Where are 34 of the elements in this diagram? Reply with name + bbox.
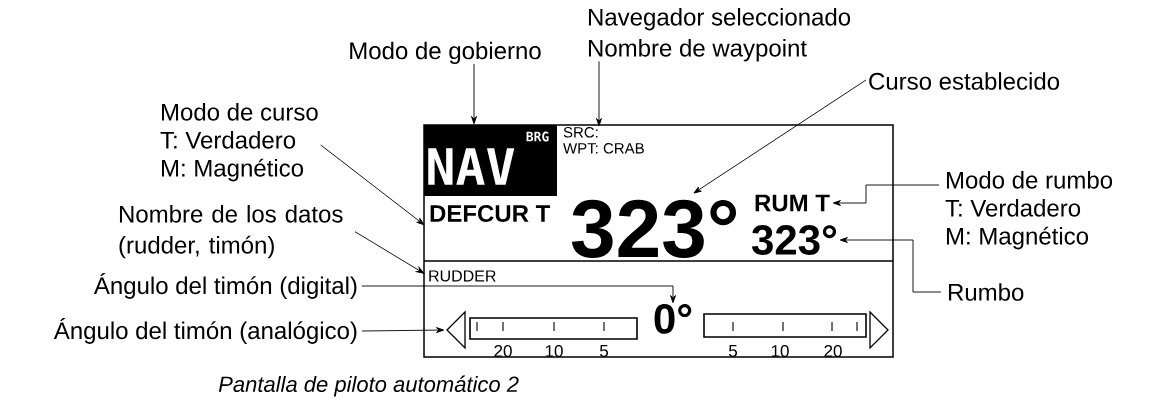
arrow [361, 285, 676, 304]
arrow [361, 327, 445, 334]
callout-text: Modo de gobierno [350, 41, 541, 64]
node-label: 20 [494, 344, 512, 358]
arrow [832, 184, 940, 206]
arrow [596, 60, 602, 127]
callout-text: Modo de rumbo T: Verdadero M: Magnético [945, 171, 1113, 250]
caption: Pantalla de piloto automático 2 [218, 375, 519, 397]
callout-text: Rumbo [948, 283, 1024, 301]
data-name-text: RUDDER [429, 270, 496, 282]
arrow [354, 231, 425, 274]
heading-mode-text: RUM T [755, 194, 830, 212]
rudder-angle-readout: 0° [654, 304, 692, 334]
callout-text: Navegador seleccionado Nombre de waypoint [588, 8, 851, 62]
heading-readout: 323° [751, 225, 837, 255]
arrow [693, 79, 867, 194]
callout-text: Ángulo del timón (analógico) [53, 318, 357, 344]
course-mode-text: DEFCUR T [430, 205, 551, 222]
node-label: 10 [545, 344, 563, 358]
set-course-readout: 323° [571, 199, 737, 258]
node-label: 20 [824, 344, 842, 358]
callout-text: Nombre de los datos (rudder, timón) [119, 205, 343, 259]
callout-text: Curso establecido [869, 72, 1060, 90]
node-label: 10 [771, 344, 789, 358]
arrow [839, 237, 942, 293]
steering-mode-indicator: NAV BRG [424, 125, 557, 196]
arrow [320, 144, 425, 226]
node-label: 5 [599, 345, 609, 357]
arrow [471, 63, 477, 125]
callout-text: Ángulo del timón (digital) [93, 273, 357, 299]
callout-text: Modo de curso T: Verdadero M: Magnético [160, 103, 318, 182]
display-screen [423, 124, 894, 358]
node-label: 5 [728, 345, 738, 357]
status-text: SRC: WPT: CRAB [563, 127, 644, 154]
